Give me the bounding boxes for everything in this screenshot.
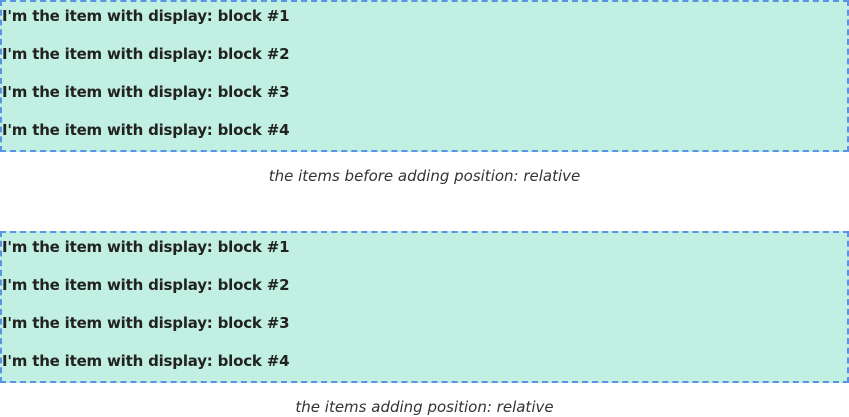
block-item-4: I'm the item with display: block #4 <box>2 352 290 370</box>
block-item-2: I'm the item with display: block #2 <box>2 45 290 63</box>
demo-container-after: I'm the item with display: block #1 I'm … <box>0 231 849 383</box>
block-item-1: I'm the item with display: block #1 <box>2 7 290 25</box>
caption-before: the items before adding position: relati… <box>268 167 581 185</box>
block-item-3: I'm the item with display: block #3 <box>2 314 290 332</box>
block-item-2: I'm the item with display: block #2 <box>2 276 290 294</box>
block-item-1: I'm the item with display: block #1 <box>2 238 290 256</box>
demo-container-before: I'm the item with display: block #1 I'm … <box>0 0 849 152</box>
block-item-3: I'm the item with display: block #3 <box>2 83 290 101</box>
block-item-4: I'm the item with display: block #4 <box>2 121 290 139</box>
caption-after: the items adding position: relative <box>295 398 554 416</box>
